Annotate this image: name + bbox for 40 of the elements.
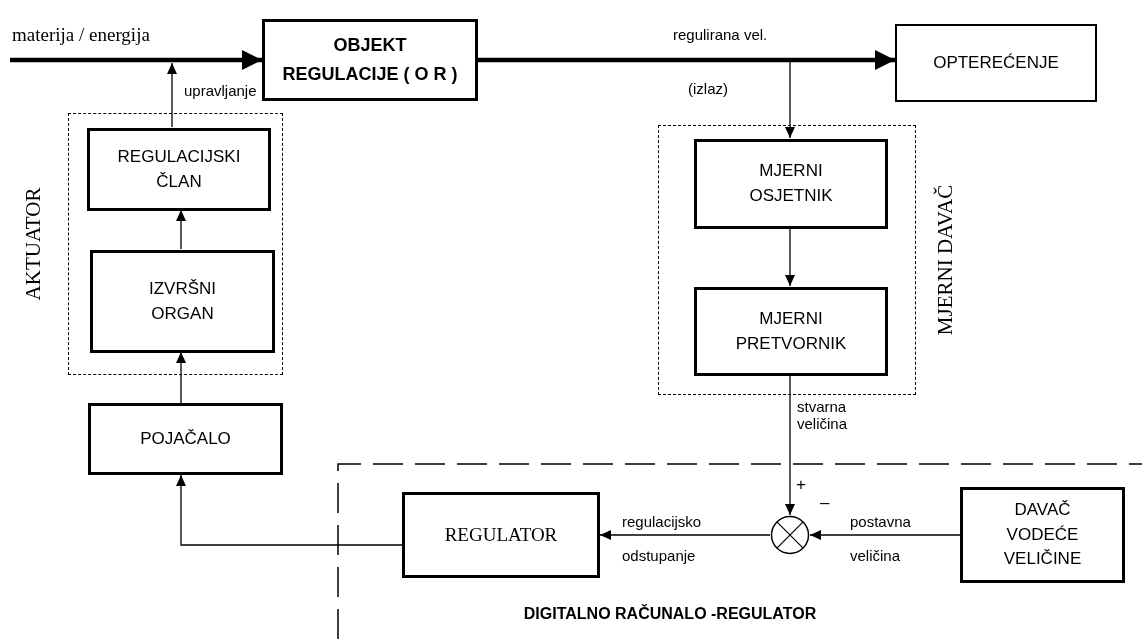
arrow: [167, 62, 177, 128]
process-box: [895, 24, 1097, 102]
box-label: POJAČALO: [140, 427, 231, 450]
sign-label: –: [820, 493, 830, 513]
arrow: [176, 351, 186, 404]
edge-label: regulacijsko odstupanje: [622, 512, 702, 566]
arrow: [478, 50, 895, 70]
arrow: [599, 530, 771, 540]
edge-label: materija / energija: [12, 24, 150, 46]
region-label: DIGITALNO RAČUNALO -REGULATOR: [523, 605, 817, 623]
box-label: REGULACIJSKI ČLAN: [117, 145, 241, 193]
group-label: MJERNI DAVAČ: [932, 184, 958, 336]
process-box: [402, 492, 600, 578]
box-label: IZVRŠNI ORGAN: [148, 277, 217, 325]
process-box: [262, 19, 478, 101]
arrow: [785, 227, 795, 287]
box-label: OPTEREĆENJE: [933, 51, 1059, 74]
process-box: [694, 139, 888, 229]
box-label: REGULATOR: [444, 523, 558, 548]
box-label: OBJEKT REGULACIJE ( O R ): [281, 34, 459, 86]
process-box: [694, 287, 888, 376]
arrow: [176, 209, 186, 250]
edge-label: stvarna veličina: [797, 398, 848, 432]
arrow: [809, 530, 961, 540]
signal-label: (izlaz): [688, 80, 728, 97]
arrow: [176, 474, 403, 546]
box-label: MJERNI OSJETNIK: [749, 160, 833, 207]
edge-label: upravljanje: [184, 82, 257, 99]
process-box: [90, 250, 275, 353]
sign-label: +: [796, 475, 806, 495]
box-label: DAVAČ VODEĆE VELIČINE: [1003, 499, 1082, 571]
process-box: [87, 128, 271, 211]
arrow: [10, 50, 262, 70]
group-label: AKTUATOR: [20, 187, 46, 301]
edge-label: regulirana vel.: [673, 26, 768, 43]
edge-label: postavna veličina: [850, 512, 911, 566]
arrow: [785, 374, 795, 516]
process-box: [960, 487, 1125, 583]
box-label: MJERNI PRETVORNIK: [735, 307, 847, 355]
process-box: [88, 403, 283, 475]
